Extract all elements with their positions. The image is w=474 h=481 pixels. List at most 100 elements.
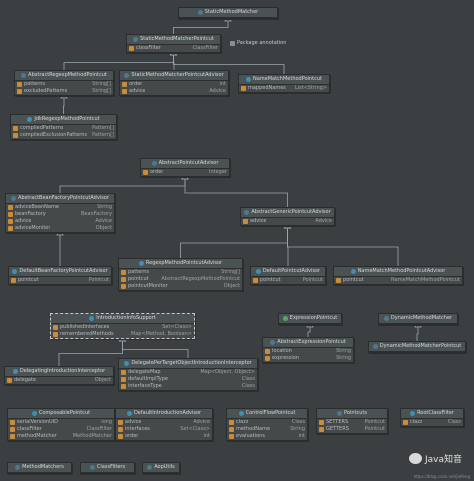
class-header[interactable]: DefaultIntroductionAdvisor <box>116 409 212 419</box>
class-header[interactable]: DefaultPointcutAdvisor <box>251 267 325 277</box>
class-header[interactable]: ExpressionPointcut <box>279 314 341 324</box>
class-header[interactable]: AbstractExpressionPointcut <box>263 338 353 348</box>
class-header[interactable]: IntroductionInfoSupport <box>51 314 194 324</box>
class-header[interactable]: RegexpMethodPointcutAdvisor <box>119 259 242 269</box>
inheritance-arrowhead <box>60 93 68 99</box>
class-header[interactable]: DynamicMethodMatcherPointcut <box>369 342 465 352</box>
class-node-method-matchers[interactable]: MethodMatchers <box>7 462 72 474</box>
class-node-static-method-matcher[interactable]: StaticMethodMatcher <box>178 7 278 19</box>
field-name: excludedPatterns <box>24 88 68 94</box>
class-header[interactable]: DefaultBeanFactoryPointcutAdvisor <box>9 267 111 277</box>
class-node-class-filters[interactable]: ClassFilters <box>80 462 135 474</box>
class-header[interactable]: StaticMethodMatcherPointcutAdvisor <box>120 71 228 81</box>
class-node-aop-utils[interactable]: AopUtils <box>142 462 180 474</box>
class-header[interactable]: AopUtils <box>143 463 179 473</box>
class-header[interactable]: StaticMethodMatcher <box>179 8 277 18</box>
class-header[interactable]: DynamicMethodMatcher <box>379 314 457 324</box>
class-header[interactable]: AbstractGenericPointcutAdvisor <box>241 208 334 218</box>
class-header[interactable]: DelegatePerTargetObjectIntroductionInter… <box>119 359 257 369</box>
class-header[interactable]: ComposablePointcut <box>8 409 114 419</box>
class-header[interactable]: MethodMatchers <box>8 463 71 473</box>
class-header[interactable]: Pointcuts <box>317 409 387 419</box>
class-header[interactable]: StaticMethodMatcherPointcut <box>127 35 220 45</box>
class-header[interactable]: ClassFilters <box>81 463 134 473</box>
class-header[interactable]: DelegatingIntroductionInterceptor <box>5 367 113 377</box>
class-header[interactable]: JdkRegexpMethodPointcut <box>11 115 116 125</box>
class-header[interactable]: NameMatchMethodPointcutAdvisor <box>334 267 462 277</box>
class-header[interactable]: AbstractRegexpMethodPointcut <box>15 71 113 81</box>
class-header[interactable]: NameMatchMethodPointcut <box>239 75 329 85</box>
class-header[interactable]: AbstractBeanFactoryPointcutAdvisor <box>6 194 114 204</box>
class-node-expression-pointcut[interactable]: ExpressionPointcut <box>278 313 342 325</box>
class-header[interactable]: ControlFlowPointcut <box>227 409 307 419</box>
package-annotation[interactable]: Package annotation <box>230 40 286 46</box>
class-header[interactable]: RootClassFilter <box>401 409 463 419</box>
field-icon <box>143 170 148 175</box>
class-node-delegate-per-target-object-introduction-interceptor[interactable]: DelegatePerTargetObjectIntroductionInter… <box>118 358 258 391</box>
class-node-dynamic-method-matcher-pointcut[interactable]: DynamicMethodMatcherPointcut <box>368 341 466 353</box>
class-header[interactable]: AbstractPointcutAdvisor <box>141 159 229 169</box>
class-node-dynamic-method-matcher[interactable]: DynamicMethodMatcher <box>378 313 458 325</box>
